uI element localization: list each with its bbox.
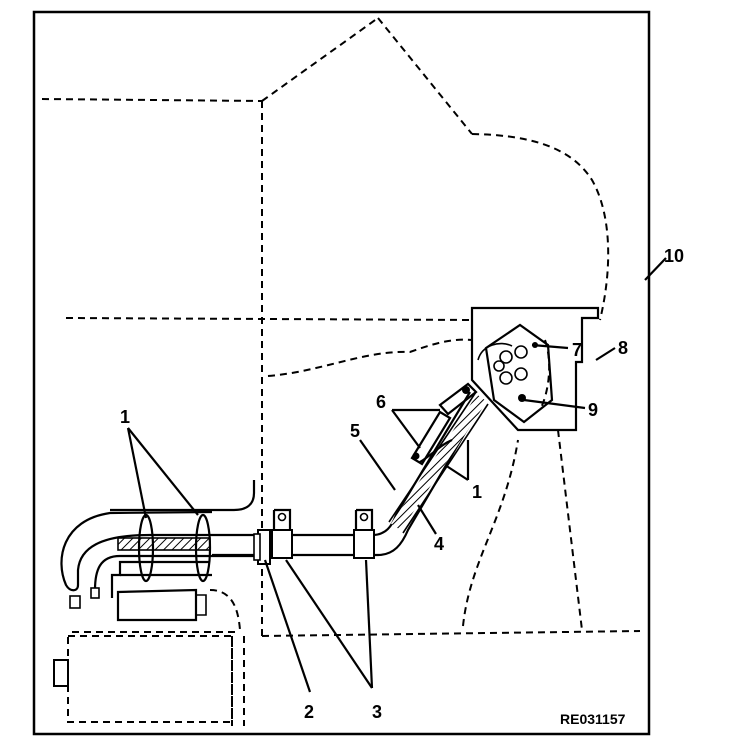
callout-7: 7 bbox=[572, 340, 582, 360]
callout-2: 2 bbox=[304, 702, 314, 722]
figure-reference-code: RE031157 bbox=[560, 711, 626, 727]
callout-6: 6 bbox=[376, 392, 386, 412]
callout-1-left: 1 bbox=[120, 407, 130, 427]
multi-pin-connector bbox=[477, 323, 554, 424]
callout-labels: 1 1 2 3 4 5 6 7 8 9 10 RE031157 bbox=[120, 246, 684, 727]
leader-lines bbox=[126, 257, 667, 693]
callout-9: 9 bbox=[588, 400, 598, 420]
battery-box bbox=[53, 635, 233, 723]
connector-plate bbox=[470, 306, 600, 432]
callout-3: 3 bbox=[372, 702, 382, 722]
callout-10: 10 bbox=[664, 246, 684, 266]
grommet-clamp bbox=[253, 529, 271, 565]
cab-wall-corner bbox=[110, 480, 256, 512]
figure-frame bbox=[32, 10, 651, 736]
p-clamps bbox=[271, 508, 375, 559]
dashed-cab-outline bbox=[41, 17, 641, 726]
callout-1-right: 1 bbox=[472, 482, 482, 502]
inline-connectors bbox=[410, 382, 478, 466]
callout-8: 8 bbox=[618, 338, 628, 358]
callout-5: 5 bbox=[350, 421, 360, 441]
callout-4: 4 bbox=[434, 534, 444, 554]
